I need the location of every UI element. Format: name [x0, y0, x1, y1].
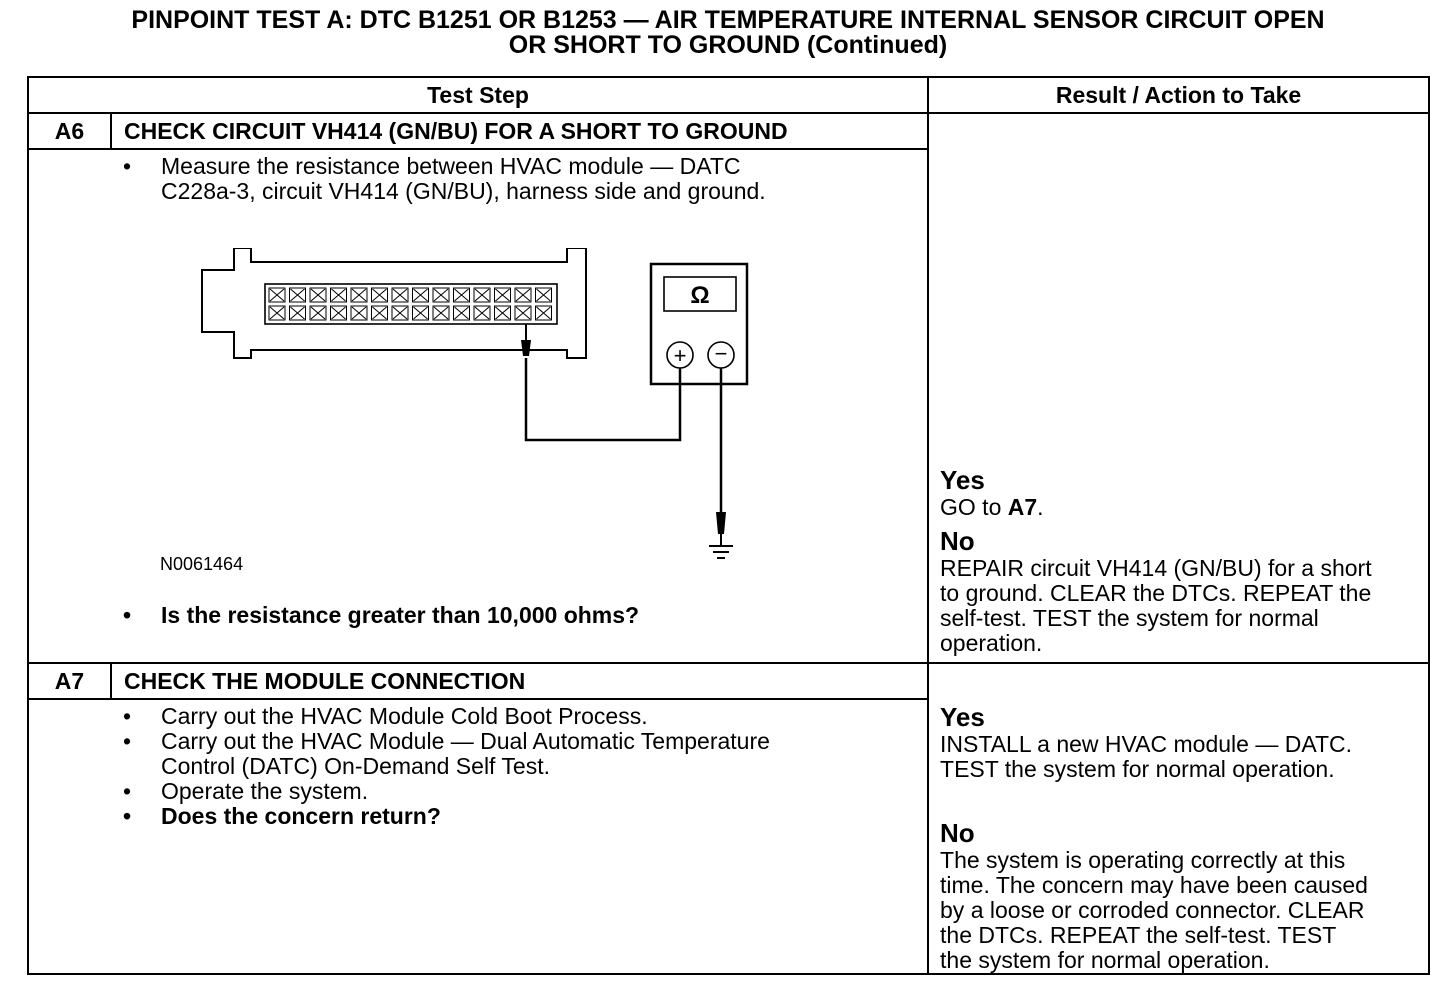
svg-text:+: +: [674, 343, 687, 368]
no-text-a7: The system is operating correctly at thi…: [940, 847, 1368, 973]
bullet-operate: Operate the system.: [29, 779, 927, 805]
bullet-cold-boot: Carry out the HVAC Module Cold Boot Proc…: [29, 704, 927, 730]
connector-icon: [201, 248, 587, 359]
step-body-a7: Carry out the HVAC Module Cold Boot Proc…: [26, 698, 930, 975]
header-result: Result / Action to Take: [927, 76, 1431, 114]
pinpoint-test-table: Test Step Result / Action to Take A6 CHE…: [26, 76, 1431, 975]
bullet-concern: Does the concern return?: [29, 804, 927, 830]
bullet-self-test: Carry out the HVAC Module — Dual Automat…: [29, 729, 927, 779]
step-id-a6: A6: [27, 112, 112, 150]
ground-icon: [709, 512, 733, 559]
probe-icon: [521, 324, 531, 356]
title-line-1: PINPOINT TEST A: DTC B1251 OR B1253 — AI…: [131, 6, 1325, 34]
wiring-diagram: Ω + −: [201, 248, 749, 559]
test-leads: [524, 358, 723, 512]
yes-label-a7: Yes: [940, 702, 985, 732]
figure-id: N0061464: [160, 554, 244, 574]
header-test-step: Test Step: [26, 76, 930, 114]
page-title: PINPOINT TEST A: DTC B1251 OR B1253 — AI…: [0, 8, 1456, 58]
step-heading-a6: CHECK CIRCUIT VH414 (GN/BU) FOR A SHORT …: [109, 112, 930, 150]
ohmmeter-icon: Ω + −: [649, 262, 749, 386]
connector-pins: [268, 287, 552, 321]
no-label-a7: No: [940, 818, 975, 848]
no-text-a6: REPAIR circuit VH414 (GN/BU) for a short…: [940, 555, 1372, 656]
result-cell-a6: Yes GO to A7. No REPAIR circuit VH414 (G…: [927, 112, 1431, 664]
step-heading-a7: CHECK THE MODULE CONNECTION: [109, 662, 930, 700]
title-line-2: OR SHORT TO GROUND (Continued): [508, 31, 948, 59]
yes-text-a7: INSTALL a new HVAC module — DATC. TEST t…: [940, 731, 1353, 782]
step-body-a6: Measure the resistance between HVAC modu…: [26, 148, 930, 664]
bullet-measure: Measure the resistance between HVAC modu…: [29, 154, 927, 204]
yes-label-a6: Yes: [940, 465, 985, 495]
step-id-a7: A7: [27, 662, 112, 700]
no-label-a6: No: [940, 526, 975, 556]
svg-text:−: −: [715, 341, 728, 366]
svg-text:Ω: Ω: [690, 282, 709, 309]
bullet-question: Is the resistance greater than 10,000 oh…: [29, 603, 927, 629]
result-cell-a7: Yes INSTALL a new HVAC module — DATC. TE…: [927, 662, 1431, 975]
yes-text-a6: GO to A7.: [940, 494, 1044, 520]
